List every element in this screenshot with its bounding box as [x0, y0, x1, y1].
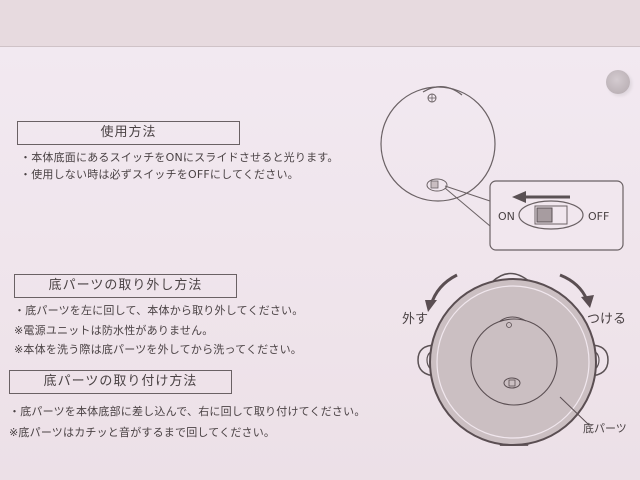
- small-switch-icon: [426, 178, 448, 192]
- attach-line-2: ※底パーツはカチッと音がするまで回してください。: [9, 426, 276, 439]
- background-surface: [0, 0, 640, 47]
- on-label: ON: [498, 210, 515, 223]
- small-switch-icon: [503, 377, 521, 389]
- usage-line-1: ・本体底面にあるスイッチをONにスライドさせると光ります。: [20, 151, 339, 164]
- remove-label: 外す: [402, 312, 428, 327]
- punch-hole: [606, 70, 630, 94]
- attach-label: つける: [587, 312, 626, 327]
- switch-slider: [536, 207, 553, 223]
- bottom-part-disk: [429, 278, 597, 446]
- heading-attach: 底パーツの取り付け方法: [9, 370, 232, 394]
- off-label: OFF: [588, 210, 609, 223]
- attach-line-1: ・底パーツを本体底部に差し込んで、右に回して取り付けてください。: [9, 405, 366, 418]
- removal-line-2: ※電源ユニットは防水性がありません。: [14, 324, 214, 337]
- removal-line-3: ※本体を洗う際は底パーツを外してから洗ってください。: [14, 343, 302, 356]
- removal-line-1: ・底パーツを左に回して、本体から取り外してください。: [14, 304, 304, 317]
- heading-usage: 使用方法: [17, 121, 240, 145]
- bottom-view-circle: [380, 86, 496, 202]
- usage-line-2: ・使用しない時は必ずスイッチをOFFにしてください。: [20, 168, 299, 181]
- heading-removal: 底パーツの取り外し方法: [14, 274, 237, 298]
- screw-icon: [506, 322, 512, 328]
- bottom-part-label: 底パーツ: [583, 421, 627, 435]
